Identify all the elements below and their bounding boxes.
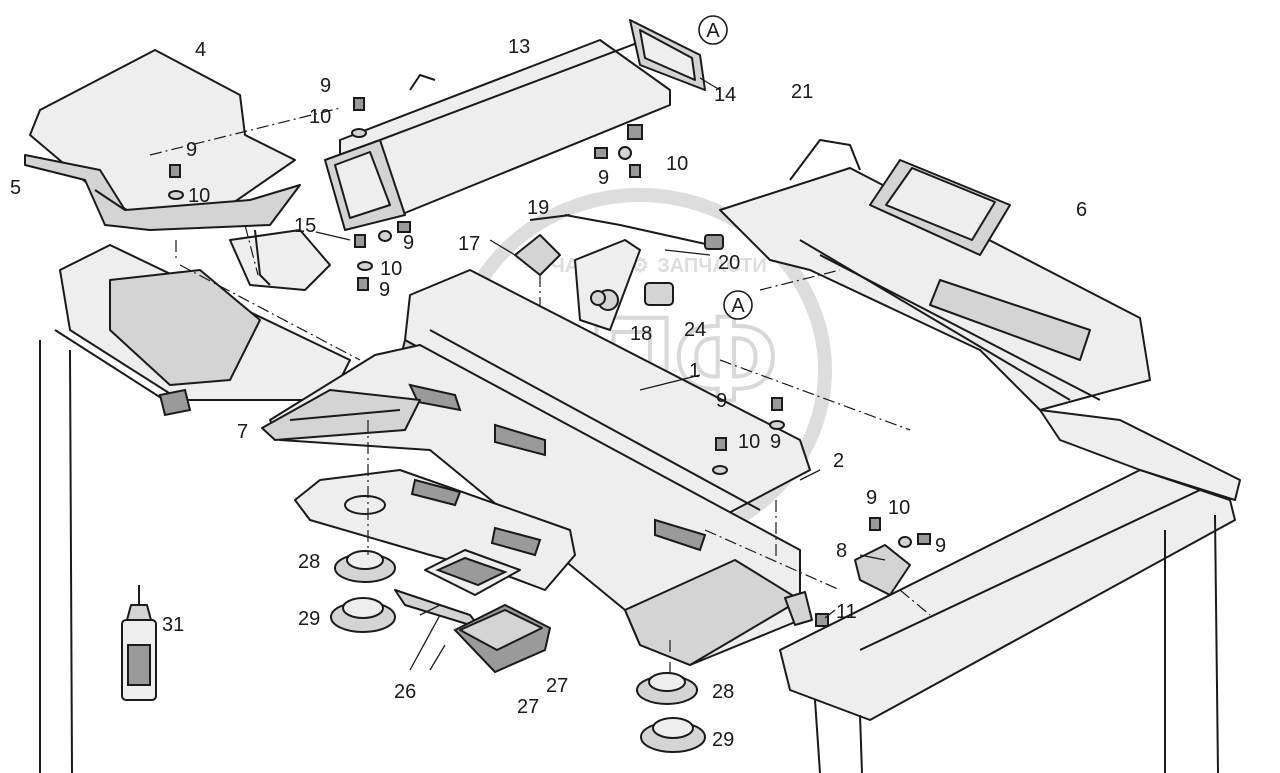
cab-roof-frame xyxy=(719,139,1241,773)
label-13: 13 xyxy=(508,36,530,58)
label-14: 14 xyxy=(714,84,736,106)
label-6: 6 xyxy=(1076,199,1087,221)
label-10-b: 10 xyxy=(309,106,331,128)
label-26: 26 xyxy=(394,681,416,703)
callout-a-mid-label: A xyxy=(731,295,745,317)
part-14-grille xyxy=(629,19,706,91)
label-28-a: 28 xyxy=(298,551,320,573)
fasteners xyxy=(168,97,931,548)
part-13-duct xyxy=(324,39,671,231)
part-labels: 4 5 9 10 13 14 9 10 10 9 21 6 19 17 15 9… xyxy=(10,36,1087,751)
label-5: 5 xyxy=(10,177,21,199)
label-18: 18 xyxy=(630,323,652,345)
label-7: 7 xyxy=(237,421,248,443)
leader-lines xyxy=(315,77,886,671)
cab-frame-left xyxy=(39,244,351,773)
label-1: 1 xyxy=(689,360,700,382)
label-29-a: 29 xyxy=(298,608,320,630)
bracket-assembly xyxy=(229,229,331,291)
label-15: 15 xyxy=(294,215,316,237)
part-4-cover xyxy=(29,49,296,216)
label-10-f: 10 xyxy=(888,497,910,519)
label-9-i: 9 xyxy=(935,535,946,557)
grommets-left xyxy=(330,550,396,633)
label-24: 24 xyxy=(684,319,706,341)
label-9-a: 9 xyxy=(186,139,197,161)
label-10-e: 10 xyxy=(738,431,760,453)
label-29-b: 29 xyxy=(712,729,734,751)
label-4: 4 xyxy=(195,39,206,61)
grommets-right xyxy=(636,672,706,753)
part-5-cover xyxy=(24,154,301,231)
left-cover-assembly xyxy=(24,49,301,231)
label-2: 2 xyxy=(833,450,844,472)
part-26-vent xyxy=(394,549,552,674)
label-9-d: 9 xyxy=(403,232,414,254)
valve-group xyxy=(514,214,724,331)
callout-a-mid: A xyxy=(723,290,753,320)
label-10-c: 10 xyxy=(666,153,688,175)
label-9-c: 9 xyxy=(598,167,609,189)
callout-a-top: A xyxy=(698,15,728,45)
label-9-e: 9 xyxy=(379,279,390,301)
label-17: 17 xyxy=(458,233,480,255)
label-28-b: 28 xyxy=(712,681,734,703)
label-10-a: 10 xyxy=(188,185,210,207)
callout-a-top-label: A xyxy=(706,20,720,42)
small-brackets xyxy=(784,544,911,627)
screw-icon xyxy=(353,97,365,111)
center-lines xyxy=(149,107,931,675)
label-10-d: 10 xyxy=(380,258,402,280)
bottom-plate xyxy=(294,469,576,591)
label-9-g: 9 xyxy=(770,431,781,453)
label-27-a: 27 xyxy=(546,675,568,697)
label-9-h: 9 xyxy=(866,487,877,509)
label-19: 19 xyxy=(527,197,549,219)
part-11-clip xyxy=(815,613,829,627)
part-31-bottle xyxy=(121,585,157,701)
part-7-plate xyxy=(261,389,421,441)
watermark-brand-right: ЗАПЧАСТИ xyxy=(657,255,767,277)
label-8: 8 xyxy=(836,540,847,562)
label-21: 21 xyxy=(791,81,813,103)
part-8-bracket xyxy=(854,544,911,596)
label-27-b: 27 xyxy=(517,696,539,718)
label-31: 31 xyxy=(162,614,184,636)
label-9-f: 9 xyxy=(716,390,727,412)
label-20: 20 xyxy=(718,252,740,274)
label-11: 11 xyxy=(836,601,857,623)
label-9-b: 9 xyxy=(320,75,331,97)
